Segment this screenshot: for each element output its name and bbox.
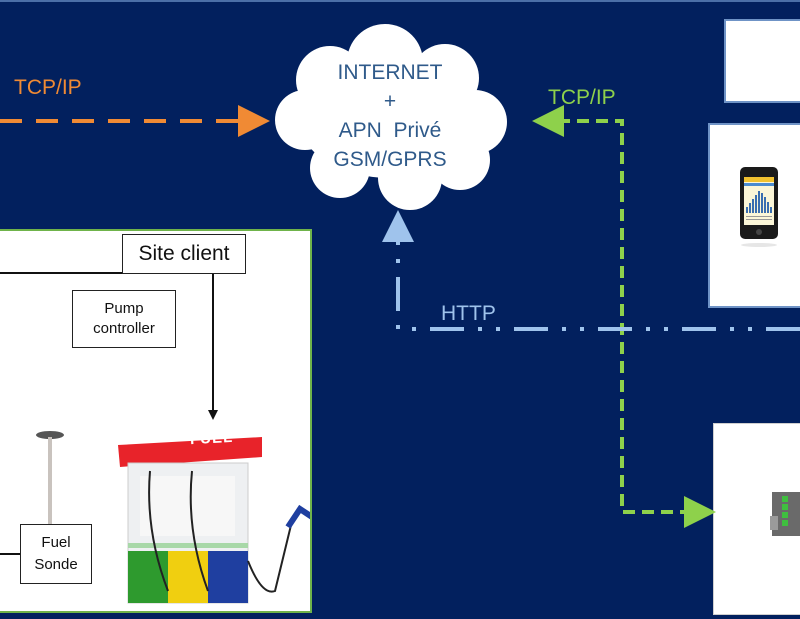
fuel-sonde-line2: Sonde xyxy=(34,556,78,573)
http-path xyxy=(396,222,800,331)
cloud-shape xyxy=(275,24,507,210)
site-illustration xyxy=(36,431,310,604)
fuel-sonde-line1: Fuel xyxy=(41,534,71,551)
connections-layer xyxy=(0,24,800,555)
cloud-label: INTERNET + APN Privé GSM/GPRS xyxy=(300,58,480,174)
site-client-label: Site client xyxy=(122,234,246,274)
server-icon xyxy=(770,492,800,536)
cloud-line-apn: APN Privé xyxy=(338,119,442,142)
top-border xyxy=(0,0,800,2)
sonde-probe-head xyxy=(36,431,64,439)
http-label: HTTP xyxy=(441,302,496,325)
smartphone-icon xyxy=(740,167,778,247)
cloud-line-gsm: GSM/GPRS xyxy=(333,148,447,171)
top-right-panel xyxy=(724,19,800,103)
mobile-panel xyxy=(708,123,800,308)
fuel-sonde-box: Fuel Sonde xyxy=(20,524,92,584)
pump-arrowhead xyxy=(208,410,218,420)
tcp-ip-label-right: TCP/IP xyxy=(548,86,616,109)
tcp-right-path xyxy=(538,119,711,514)
tcp-ip-label-left: TCP/IP xyxy=(14,76,82,99)
cloud-line-internet: INTERNET xyxy=(337,61,443,84)
pump-controller-box: Pump controller xyxy=(72,290,176,348)
sonde-probe-rod xyxy=(48,437,52,529)
pump-controller-line2: controller xyxy=(93,320,155,337)
pump-controller-line1: Pump xyxy=(104,300,144,317)
cloud-line-plus: + xyxy=(383,90,397,113)
pump-sign-label: FUEL xyxy=(189,428,234,449)
fuel-pump-icon xyxy=(118,437,310,604)
